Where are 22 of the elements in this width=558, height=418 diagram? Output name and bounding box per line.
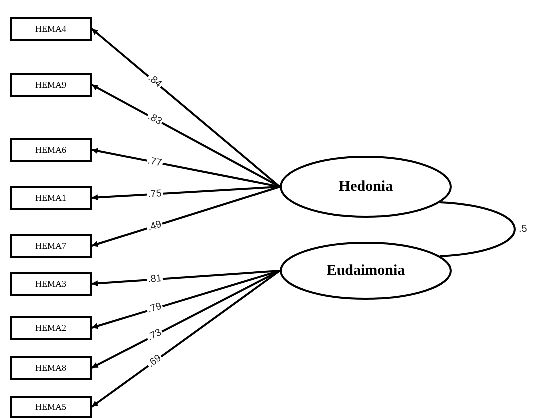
arrow	[92, 186, 280, 248]
arrow	[92, 270, 280, 369]
arrow	[92, 186, 280, 201]
observed-variable-box: HEMA1	[10, 186, 92, 210]
latent-variable-ellipse: Hedonia	[280, 156, 452, 218]
arrow	[91, 28, 281, 188]
observed-variable-box: HEMA2	[10, 316, 92, 340]
arrow	[91, 270, 281, 408]
observed-variable-box: HEMA7	[10, 234, 92, 258]
latent-variable-ellipse: Eudaimonia	[280, 242, 452, 300]
edge-label: .75	[146, 188, 164, 200]
covariance-curve	[440, 202, 516, 258]
arrow	[92, 270, 280, 287]
edge-label: .49	[146, 218, 164, 234]
observed-variable-box: HEMA5	[10, 396, 92, 418]
observed-variable-box: HEMA9	[10, 73, 92, 97]
observed-variable-box: HEMA4	[10, 17, 92, 41]
observed-variable-box: HEMA6	[10, 138, 92, 162]
arrow	[92, 270, 280, 330]
observed-variable-box: HEMA3	[10, 272, 92, 296]
observed-variable-box: HEMA8	[10, 356, 92, 380]
edge-label: .5	[518, 224, 528, 235]
